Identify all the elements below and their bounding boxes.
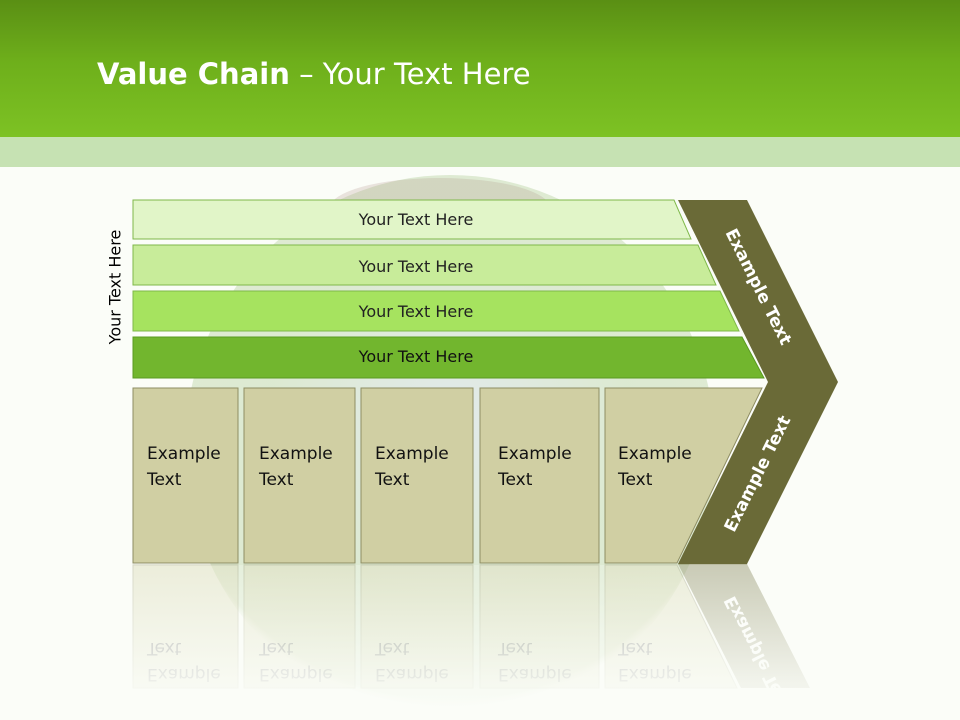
- band-1[interactable]: Your Text Here: [132, 199, 692, 240]
- box-5-shape: [604, 387, 763, 564]
- band-3-label: Your Text Here: [358, 302, 474, 321]
- box-3-shape: [360, 387, 474, 564]
- reflection-fade: [120, 565, 860, 720]
- band-4[interactable]: Your Text Here: [132, 336, 765, 379]
- page-title: Value Chain – Your Text Here: [97, 52, 531, 96]
- header-bar: [0, 0, 960, 137]
- band-3-shape: [132, 290, 740, 332]
- box-2[interactable]: Example Text: [243, 387, 356, 564]
- band-4-shape: [132, 336, 765, 379]
- title-rest: – Your Text Here: [289, 57, 531, 91]
- box-2-line2: Text: [258, 470, 294, 490]
- band-2-label: Your Text Here: [358, 257, 474, 276]
- box-4-shape: [479, 387, 600, 564]
- chevron-arrow[interactable]: Example Text Example Text: [678, 200, 838, 564]
- band-4-label: Your Text Here: [358, 347, 474, 366]
- box-1-shape: [132, 387, 239, 564]
- chevron-shape: [678, 200, 838, 564]
- band-2[interactable]: Your Text Here: [132, 244, 717, 286]
- band-1-shape: [132, 199, 692, 240]
- box-2-shape: [243, 387, 356, 564]
- box-3[interactable]: Example Text: [360, 387, 474, 564]
- box-3-line1: Example: [375, 444, 449, 464]
- box-5-line2: Text: [617, 470, 653, 490]
- title-bold: Value Chain: [97, 57, 290, 91]
- box-2-line1: Example: [259, 444, 333, 464]
- header-strip: [0, 137, 960, 167]
- box-1-line2: Text: [146, 470, 182, 490]
- band-2-shape: [132, 244, 717, 286]
- box-4-line2: Text: [497, 470, 533, 490]
- box-4[interactable]: Example Text: [479, 387, 600, 564]
- box-1[interactable]: Example Text: [132, 387, 239, 564]
- box-1-line1: Example: [147, 444, 221, 464]
- band-1-label: Your Text Here: [358, 210, 474, 229]
- box-5-line1: Example: [618, 444, 692, 464]
- box-4-line1: Example: [498, 444, 572, 464]
- band-3[interactable]: Your Text Here: [132, 290, 740, 332]
- box-5[interactable]: Example Text: [604, 387, 763, 564]
- box-3-line2: Text: [374, 470, 410, 490]
